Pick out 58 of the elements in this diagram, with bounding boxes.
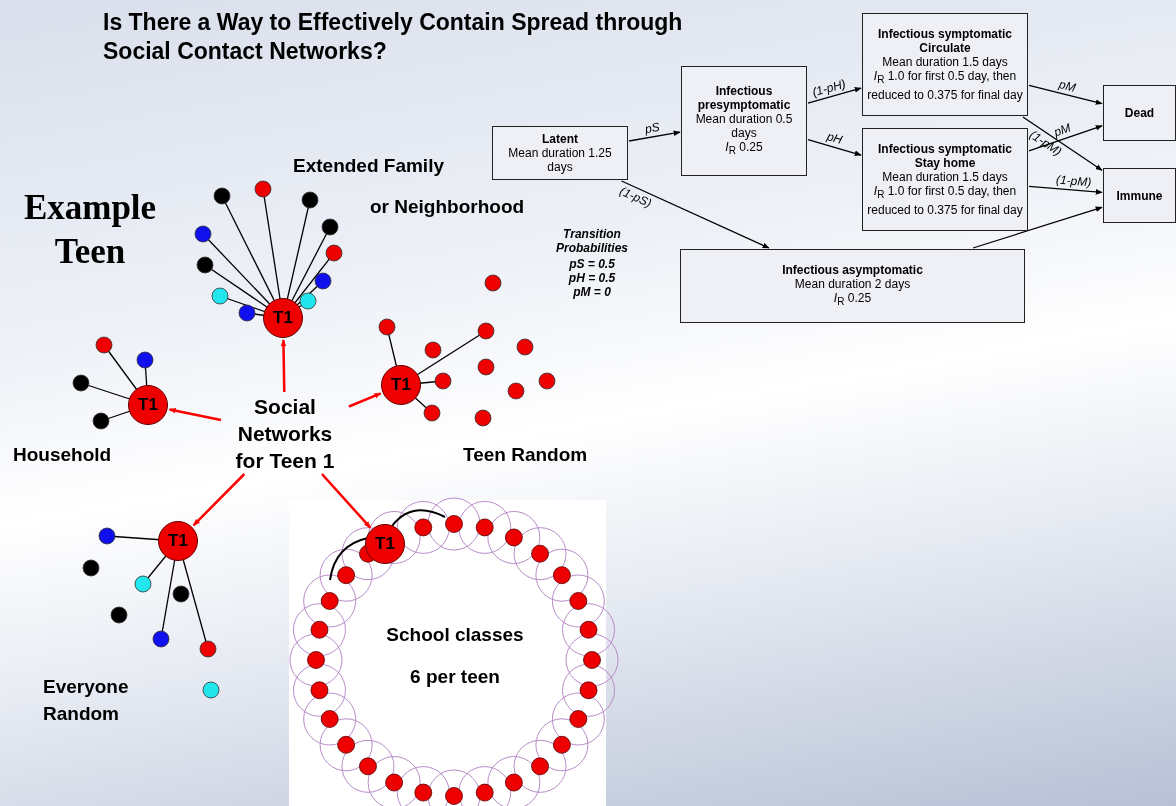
state-box: [862, 128, 1028, 231]
teen-node: T1: [381, 365, 421, 405]
box-text: I$_{R}$ 1.0 for first 0.5 day, then reduced to 0.375 for final day: [867, 69, 1023, 102]
teen-node: T1: [128, 385, 168, 425]
network-label: Everyone Random: [43, 675, 130, 726]
note-text: pS = 0.5: [568, 257, 616, 271]
network-label: Extended Family: [293, 154, 445, 178]
state-box: [680, 249, 1025, 323]
arrow: [628, 130, 681, 142]
arrow: [807, 87, 862, 104]
ring-label: 6 per teen: [409, 665, 501, 689]
box-title: Infectious symptomatic Circulate: [877, 27, 1013, 56]
teen-node: T1: [158, 521, 198, 561]
title: Is There a Way to Effectively Contain Spread through Social Contact Networks?: [103, 8, 684, 66]
arrow: [280, 339, 287, 393]
box-text: I$_{R}$ 0.25: [833, 290, 872, 310]
box-text: Mean duration 2 days: [794, 276, 911, 291]
edge-label: (1-pM): [1055, 172, 1092, 190]
box-title: Latent: [542, 132, 578, 146]
box-title: Dead: [1124, 106, 1155, 120]
network-label: Teen Random: [463, 443, 589, 467]
box-text: Mean duration 0.5 days: [694, 111, 794, 140]
box-text: Mean duration 1.25 days: [507, 146, 613, 174]
state-box: [862, 13, 1028, 116]
edge-label: pM: [1057, 77, 1078, 95]
arrow: [620, 180, 770, 249]
arrow: [168, 407, 222, 422]
heading: Example Teen: [22, 187, 158, 273]
box-title: Infectious presymptomatic: [696, 83, 792, 112]
state-box: [681, 66, 807, 176]
arrow: [1028, 84, 1103, 105]
box-title: Infectious symptomatic Stay home: [877, 142, 1013, 171]
arrow: [807, 139, 862, 156]
note-text: pH = 0.5: [567, 271, 617, 285]
state-box: [1103, 85, 1176, 141]
arrow: [1028, 125, 1103, 152]
arrow: [321, 473, 372, 529]
box-text: I$_{R}$ 1.0 for first 0.5 day, then reduced to 0.375 for final day: [867, 184, 1023, 217]
network-label: Household: [13, 443, 113, 467]
arrow: [1028, 185, 1103, 195]
edge-label: pS: [644, 119, 662, 136]
box-title: Infectious asymptomatic: [782, 262, 923, 277]
arrow: [1022, 116, 1103, 171]
network-title: Social Networks for Teen 1: [234, 393, 336, 474]
state-box: [492, 126, 628, 180]
teen-node: T1: [263, 298, 303, 338]
arrow: [192, 473, 246, 527]
edge-label: (1-pH): [811, 76, 848, 99]
ring-label: School classes: [385, 623, 525, 647]
network-label: or Neighborhood: [370, 195, 526, 219]
arrow: [348, 392, 382, 408]
state-box: [1103, 168, 1176, 223]
box-text: I$_{R}$ 0.25: [725, 139, 763, 159]
box-text: Mean duration 1.5 days: [882, 170, 1008, 185]
box-text: Mean duration 1.5 days: [882, 55, 1008, 70]
box-title: Immune: [1116, 188, 1163, 203]
edge-label: pH: [825, 129, 844, 147]
note-text: pM = 0: [572, 285, 612, 299]
